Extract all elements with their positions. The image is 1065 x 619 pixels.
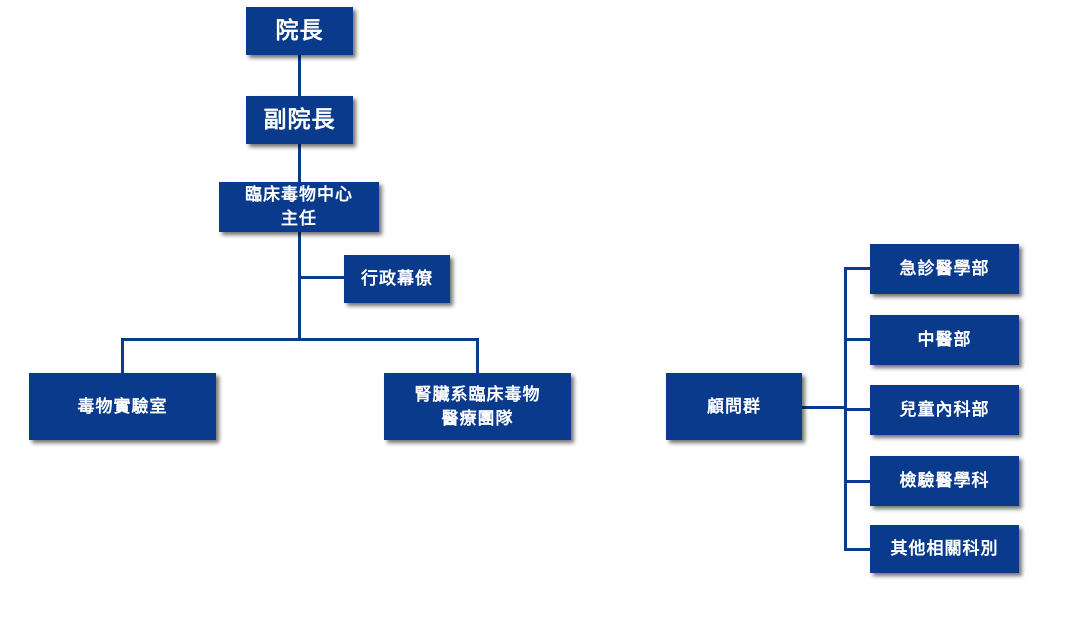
director-label: 院長 <box>275 17 324 44</box>
center-head-box: 臨床毒物中心 主任 <box>219 182 379 232</box>
advisory-member-box: 檢驗醫學科 <box>870 456 1019 506</box>
connector-advisory-item-5 <box>844 548 870 551</box>
advisory-member-box: 兒童內科部 <box>870 385 1019 435</box>
connector-director-deputy <box>298 55 301 96</box>
connector-advisory-item-4 <box>844 480 870 483</box>
connector-admin-branch <box>298 276 345 279</box>
deputy-director-box: 副院長 <box>246 96 353 144</box>
connector-advisory-item-1 <box>844 267 870 270</box>
advisory-group-label: 顧問群 <box>707 396 761 417</box>
connector-deputy-center <box>298 144 301 182</box>
toxicology-lab-label: 毒物實驗室 <box>77 396 168 417</box>
toxicology-lab-box: 毒物實驗室 <box>29 373 216 440</box>
nephrology-team-box: 腎臟系臨床毒物 醫療團隊 <box>384 373 571 440</box>
admin-staff-box: 行政幕僚 <box>344 255 450 303</box>
center-head-line1: 臨床毒物中心 <box>245 185 353 205</box>
advisory-member-label: 兒童內科部 <box>899 400 990 420</box>
advisory-member-box: 其他相關科別 <box>870 525 1019 573</box>
advisory-member-box: 中醫部 <box>870 315 1019 365</box>
deputy-director-label: 副院長 <box>263 106 336 133</box>
connector-advisory-item-2 <box>844 338 870 341</box>
connector-center-trunk <box>298 232 301 340</box>
advisory-member-label: 中醫部 <box>917 330 972 350</box>
advisory-member-box: 急診醫學部 <box>870 244 1019 294</box>
advisory-member-label: 其他相關科別 <box>890 539 999 559</box>
advisory-member-label: 急診醫學部 <box>899 259 990 279</box>
admin-staff-label: 行政幕僚 <box>361 269 433 289</box>
connector-advisory-item-3 <box>844 408 870 411</box>
connector-to-nephro-team <box>476 338 479 373</box>
advisory-group-box: 顧問群 <box>666 373 802 440</box>
center-head-line2: 主任 <box>281 209 317 229</box>
connector-to-lab <box>121 338 124 373</box>
advisory-member-label: 檢驗醫學科 <box>899 471 990 491</box>
nephrology-team-line2: 醫療團隊 <box>441 408 514 429</box>
connector-advisory-main <box>802 406 846 409</box>
director-box: 院長 <box>246 7 353 55</box>
nephrology-team-line1: 腎臟系臨床毒物 <box>414 384 541 405</box>
connector-lower-horizontal <box>121 338 479 341</box>
